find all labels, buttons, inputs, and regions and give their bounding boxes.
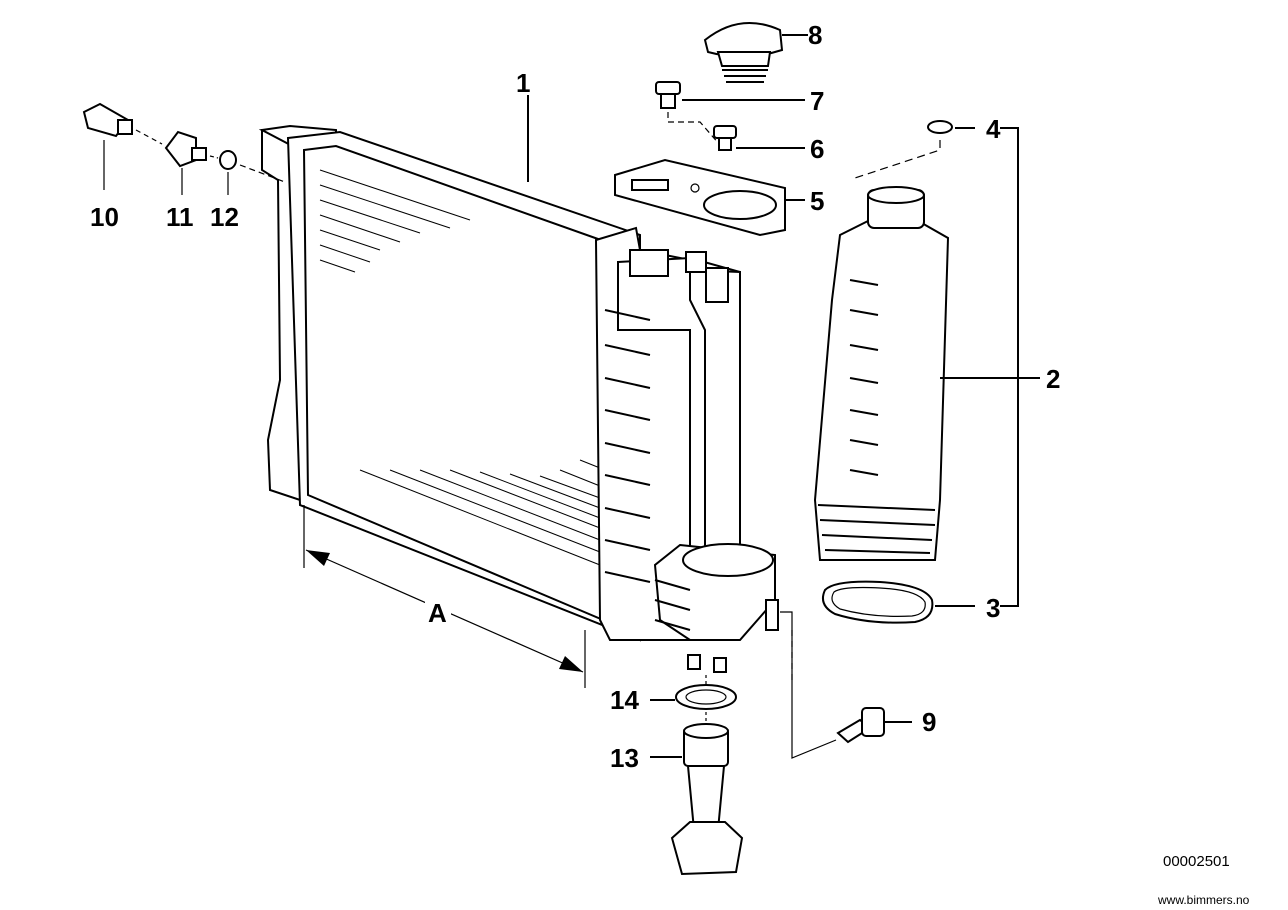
washer-part-12 — [209, 150, 286, 195]
sensor-part-10 — [82, 102, 133, 190]
callout-10: 10 — [90, 202, 119, 232]
screw-part-7 — [655, 81, 805, 146]
radiator-right-tank — [594, 226, 779, 673]
dimension-a-label: A — [428, 598, 447, 628]
oring-part-14 — [650, 675, 737, 710]
callout-14: 14 — [610, 685, 639, 715]
tank-side-ribs — [849, 279, 879, 476]
callout-9: 9 — [922, 707, 936, 737]
gasket-part-3 — [822, 580, 975, 624]
callout-1: 1 — [516, 68, 530, 98]
callout-11: 11 — [166, 202, 194, 232]
callout-6: 6 — [810, 134, 824, 164]
tank-ribs — [604, 309, 651, 583]
callout-8: 8 — [808, 20, 822, 50]
group-bracket — [1000, 127, 1019, 607]
screw-part-6 — [713, 125, 805, 151]
bottom-ribs — [654, 579, 691, 631]
bracket-part-5 — [614, 158, 805, 237]
radiator-core — [258, 124, 641, 642]
watermark: www.bimmers.no — [1157, 893, 1250, 907]
radiator-fins — [319, 169, 601, 566]
drain-part-13 — [650, 712, 744, 876]
drain-plug-part-9 — [780, 611, 912, 759]
callout-2: 2 — [1046, 364, 1060, 394]
callout-3: 3 — [986, 593, 1000, 623]
dimension-a: A — [303, 505, 586, 688]
cap-part-8 — [703, 21, 808, 83]
expansion-tank-part-2 — [813, 186, 1040, 561]
diagram-number: 00002501 — [1163, 853, 1230, 870]
seal-part-4 — [854, 120, 975, 179]
plug-part-11 — [135, 129, 207, 195]
callout-5: 5 — [810, 186, 824, 216]
callout-4: 4 — [986, 114, 1001, 144]
callout-7: 7 — [810, 86, 824, 116]
callout-12: 12 — [210, 202, 239, 232]
callout-13: 13 — [610, 743, 639, 773]
